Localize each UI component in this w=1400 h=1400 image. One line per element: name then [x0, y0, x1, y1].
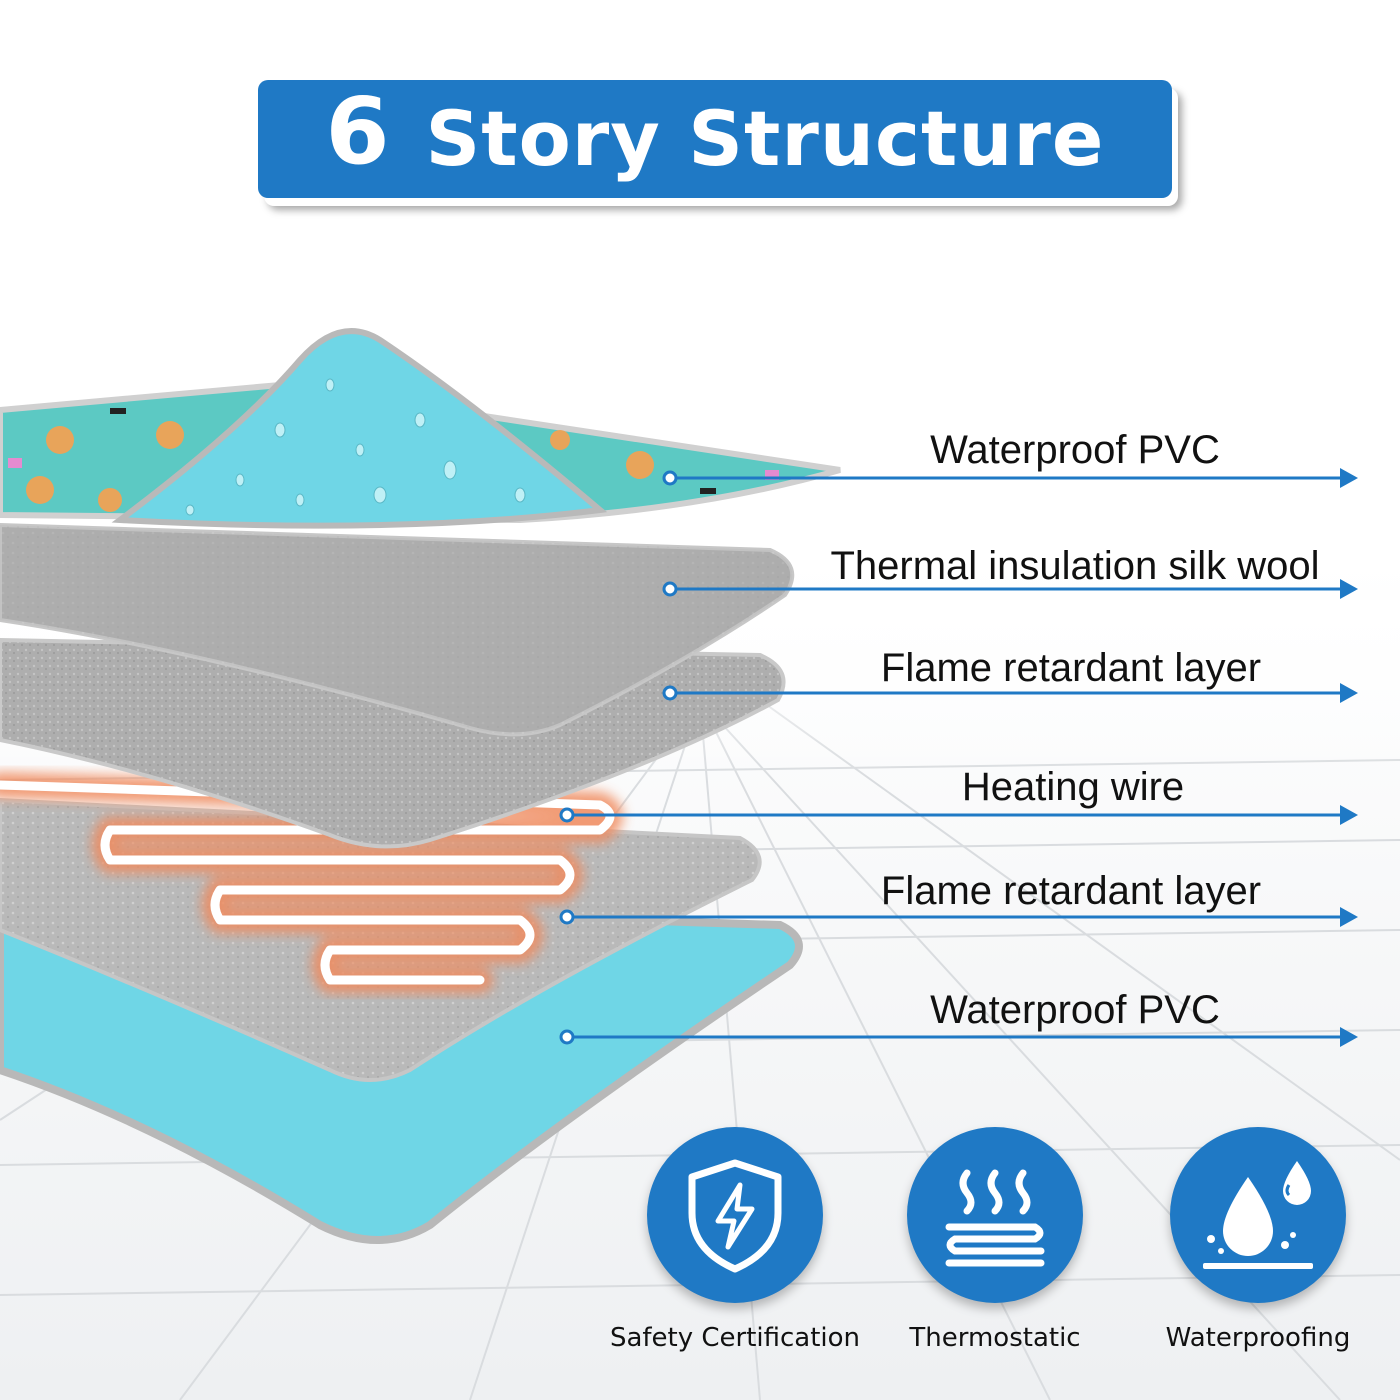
water-drops-decoration — [185, 378, 526, 516]
feature-safety-certification: Safety Certification — [585, 1127, 885, 1353]
layer-label-flame-retardant-upper: Flame retardant layer — [880, 646, 1262, 690]
callout-lines — [573, 476, 1350, 1039]
title-text: Story Structure — [425, 94, 1105, 183]
feature-label-thermostatic: Thermostatic — [909, 1323, 1081, 1353]
feature-label-safety: Safety Certification — [609, 1323, 861, 1353]
title-banner: 6 Story Structure — [258, 80, 1172, 198]
feature-label-waterproofing: Waterproofing — [1165, 1323, 1351, 1353]
water-drops-icon — [1170, 1127, 1346, 1303]
feature-waterproofing: Waterproofing — [1108, 1127, 1400, 1353]
layer-label-waterproof-pvc-top: Waterproof PVC — [930, 428, 1220, 472]
shield-lightning-icon — [647, 1127, 823, 1303]
layer-label-thermal-wool: Thermal insulation silk wool — [830, 544, 1320, 588]
title-number: 6 — [325, 78, 390, 185]
layer-label-heating-wire: Heating wire — [961, 765, 1185, 809]
layer-label-waterproof-pvc-bottom: Waterproof PVC — [930, 988, 1220, 1032]
heat-waves-icon — [907, 1127, 1083, 1303]
layer-label-flame-retardant-lower: Flame retardant layer — [880, 869, 1262, 913]
callout-arrowheads — [1340, 468, 1358, 1047]
feature-thermostatic: Thermostatic — [845, 1127, 1145, 1353]
heating-wire — [0, 772, 623, 993]
corgi-pattern-decoration — [8, 408, 779, 512]
callout-dots — [559, 470, 678, 1045]
